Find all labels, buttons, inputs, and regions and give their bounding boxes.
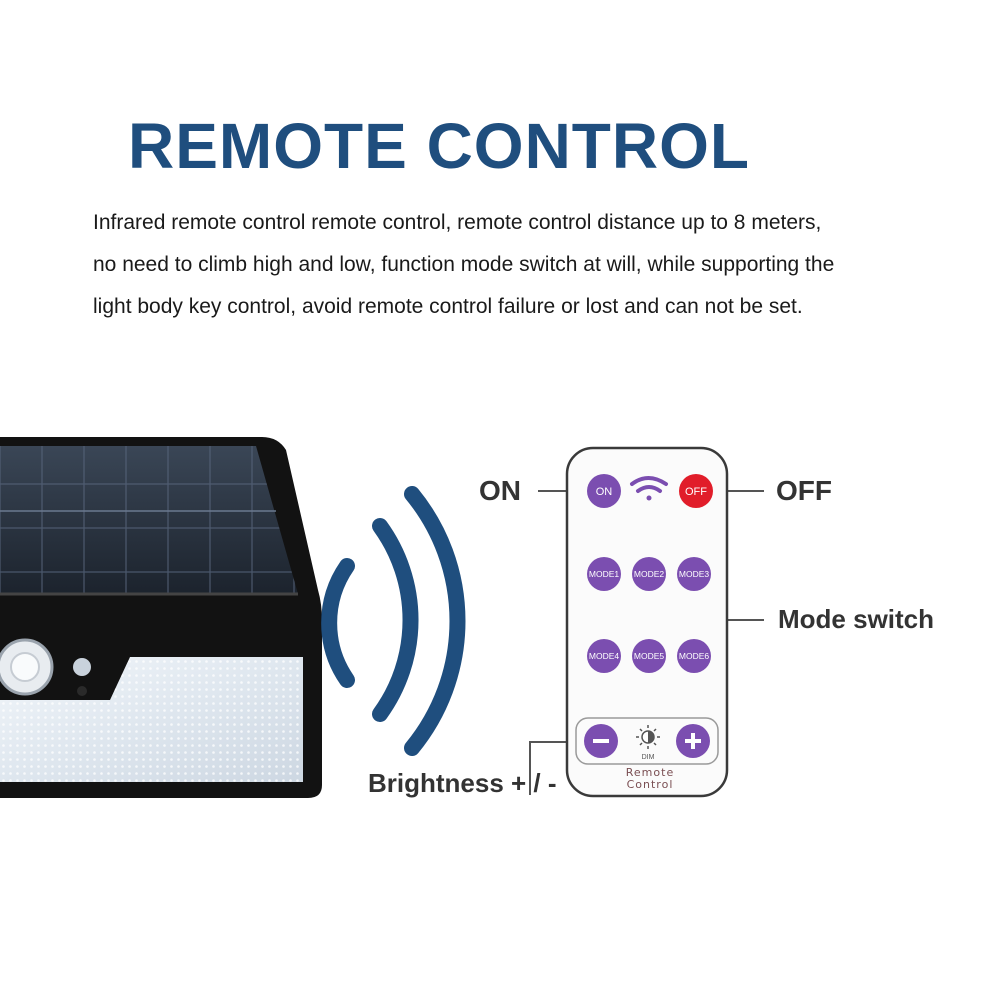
- light-sensor: [73, 658, 91, 676]
- mode-button-3[interactable]: MODE3: [677, 557, 711, 591]
- wireless-signal-icon: [630, 476, 668, 501]
- mode-button-5[interactable]: MODE5: [632, 639, 666, 673]
- svg-text:MODE2: MODE2: [634, 569, 665, 579]
- mode-button-4[interactable]: MODE4: [587, 639, 621, 673]
- callout-off: OFF: [776, 475, 832, 506]
- brightness-plus-button[interactable]: [676, 724, 710, 758]
- mode-button-1[interactable]: MODE1: [587, 557, 621, 591]
- svg-text:OFF: OFF: [685, 486, 707, 498]
- brightness-minus-button[interactable]: [584, 724, 618, 758]
- callout-brightness: Brightness + / -: [368, 768, 557, 798]
- callout-on: ON: [479, 475, 521, 506]
- description: Infrared remote control remote control, …: [93, 202, 973, 328]
- on-button[interactable]: ON: [587, 474, 621, 508]
- mode-button-6[interactable]: MODE6: [677, 639, 711, 673]
- dimmer-area: [575, 717, 719, 765]
- solar-light: [0, 437, 322, 798]
- dim-label: DIM: [642, 754, 655, 761]
- remote-control: ON OFF MODE1 MODE2 MODE3 MODE4 MODE5: [565, 446, 729, 798]
- signal-waves: [321, 486, 466, 756]
- off-button[interactable]: OFF: [679, 474, 713, 508]
- mode-button-2[interactable]: MODE2: [632, 557, 666, 591]
- svg-text:MODE4: MODE4: [589, 651, 620, 661]
- remote-label-line-2: Control: [626, 778, 674, 791]
- description-line-3: light body key control, avoid remote con…: [93, 295, 803, 318]
- svg-text:ON: ON: [596, 486, 613, 498]
- svg-text:MODE1: MODE1: [589, 569, 620, 579]
- description-line-1: Infrared remote control remote control, …: [93, 211, 822, 234]
- plus-icon: [685, 733, 701, 749]
- page-title: REMOTE CONTROL: [128, 110, 750, 182]
- callout-mode-switch: Mode switch: [778, 604, 935, 634]
- minus-icon: [593, 739, 609, 743]
- svg-text:MODE5: MODE5: [634, 651, 665, 661]
- svg-text:MODE3: MODE3: [679, 569, 710, 579]
- brightness-icon: [636, 725, 660, 749]
- description-line-2: no need to climb high and low, function …: [93, 253, 835, 276]
- svg-text:MODE6: MODE6: [679, 651, 710, 661]
- remote-label-line-1: Remote: [625, 766, 675, 779]
